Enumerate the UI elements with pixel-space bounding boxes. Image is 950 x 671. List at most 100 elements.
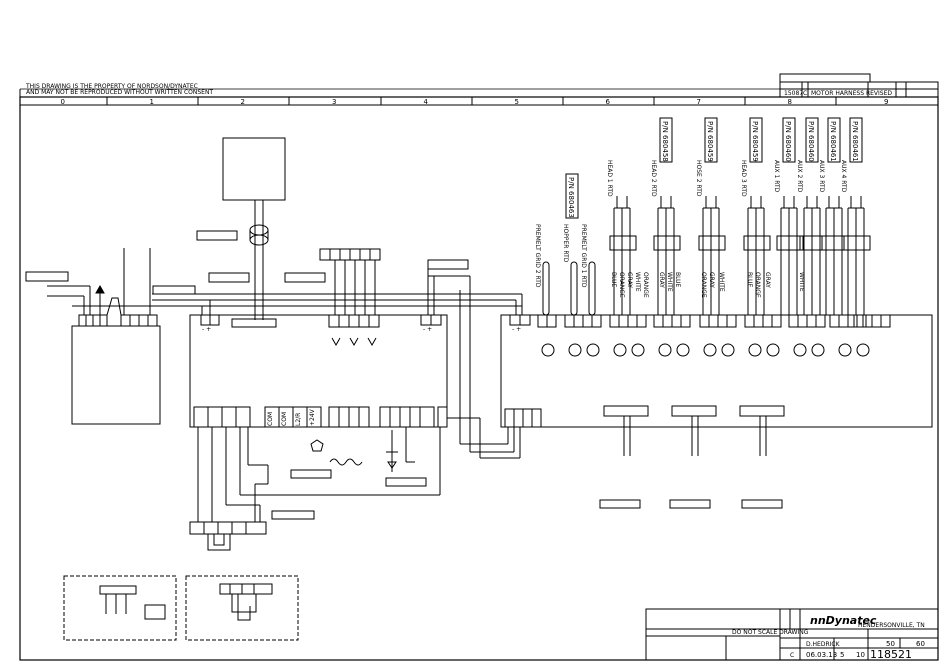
svg-text:THIS DRAWING IS THE PROPERTY O: THIS DRAWING IS THE PROPERTY OF NORDSON/… — [25, 83, 198, 90]
grid-column-6: 6 — [606, 98, 611, 106]
part-number: P/N 680461 — [851, 121, 859, 162]
rtd-probe — [614, 196, 630, 209]
probe-label: PREMELT GRID 2 RTD — [534, 224, 541, 288]
rtd-probe — [781, 196, 797, 209]
svg-text:- +: - + — [512, 326, 521, 333]
grid-column-8: 8 — [788, 98, 792, 106]
svg-text:- +: - + — [423, 326, 432, 333]
part-number: P/N 680460 — [807, 121, 815, 162]
part-number-box — [565, 173, 579, 219]
part-number: P/N 680460 — [784, 121, 792, 162]
wire-color-label: GRAY — [626, 272, 633, 288]
status-led-1 — [541, 343, 555, 357]
scale-a: 5 — [840, 651, 844, 659]
wire-tags — [25, 230, 783, 520]
wire-color-label: ORANGE — [754, 272, 761, 298]
status-led-10 — [748, 343, 762, 357]
rtd-probe — [703, 196, 719, 209]
status-led-8 — [703, 343, 717, 357]
channel-label: HEAD 1 RTD — [606, 160, 613, 197]
probe-label: HOPPER RTD — [562, 224, 569, 263]
device-box — [222, 137, 286, 201]
lower-harness — [189, 427, 441, 551]
status-led-2 — [568, 343, 582, 357]
rtd-connector-2 — [653, 235, 681, 251]
grid-column-1: 1 — [150, 98, 154, 106]
part-number-box-7 — [827, 117, 841, 163]
part-number: P/N 680459 — [706, 121, 714, 162]
probe-sensor-1 — [542, 261, 550, 316]
company-logo: nnDynatec — [810, 614, 877, 627]
wire-color-label: ORANGE — [642, 272, 649, 298]
drawn-by: D.HEDRICK — [806, 641, 841, 648]
channel-label: HEAD 3 RTD — [740, 160, 747, 197]
wire-color-label: ORANGE — [700, 272, 707, 298]
rev-letter: C — [803, 90, 807, 97]
status-led-13 — [811, 343, 825, 357]
rtd-connector-5 — [776, 235, 804, 251]
company-location: HENDERSONVILLE, TN — [858, 622, 925, 629]
rtd-probe — [804, 196, 820, 209]
drawn-date: 06.03.13 — [806, 651, 837, 659]
board-symbols — [310, 430, 398, 472]
rtd-probe — [826, 196, 842, 209]
rtd-probe — [748, 196, 764, 209]
rtd-connector-4 — [743, 235, 771, 251]
status-led-9 — [721, 343, 735, 357]
grid-column-4: 4 — [424, 98, 429, 106]
grid-column-3: 3 — [332, 98, 336, 106]
status-led-15 — [856, 343, 870, 357]
channel-label: AUX 3 RTD — [818, 160, 825, 193]
top-connector — [319, 248, 381, 347]
status-led-11 — [766, 343, 780, 357]
wire-color-label: ORANGE — [618, 272, 625, 298]
terminal-l2r: L2/R — [295, 413, 302, 426]
part-number-box-2 — [659, 117, 673, 163]
power-supply-module — [47, 248, 161, 425]
rtd-connector-3 — [698, 235, 726, 251]
part-number: P/N 680459 — [751, 121, 759, 162]
grid-column-0: 0 — [61, 98, 65, 106]
svg-text:- +: - + — [202, 326, 211, 333]
heater-connector-1 — [603, 405, 649, 417]
controller-board: - + - + COM COM L2/R +24V — [189, 314, 448, 428]
sheet-a: 50 — [886, 640, 895, 648]
channel-label: AUX 4 RTD — [840, 160, 847, 193]
rev-description: MOTOR HARNESS REVISED — [811, 90, 892, 97]
part-number: P/N 680458 — [661, 121, 669, 162]
wire-color-label: BLUE — [746, 272, 753, 288]
probe-sensor-3 — [588, 261, 596, 316]
status-led-12 — [793, 343, 807, 357]
part-number-box-3 — [704, 117, 718, 163]
grid-column-7: 7 — [697, 98, 701, 106]
terminal-com-2: COM — [281, 412, 288, 426]
channel-label: HEAD 2 RTD — [650, 160, 657, 197]
wire-color-label: BLUE — [674, 272, 681, 288]
detail-view-b — [185, 575, 299, 641]
scale-b: 10 — [856, 651, 865, 659]
wire-color-label: WHITE — [666, 272, 673, 292]
status-led-5 — [631, 343, 645, 357]
wire-color-label: WHITE — [798, 272, 805, 292]
sheet-b: 60 — [916, 640, 925, 648]
heater-connector-3 — [739, 405, 785, 417]
status-led-3 — [586, 343, 600, 357]
terminal-com-1: COM — [267, 412, 274, 426]
channel-label: HOSE 2 RTD — [695, 160, 702, 197]
status-led-7 — [676, 343, 690, 357]
part-number-box-5 — [782, 117, 796, 163]
rev-letter-tb: C — [790, 652, 794, 659]
bus-wiring — [72, 269, 523, 459]
part-number-box-4 — [749, 117, 763, 163]
channel-label: AUX 1 RTD — [773, 160, 780, 193]
rtd-probe — [848, 196, 864, 209]
rev-ecn: 15087 — [784, 90, 803, 97]
grid-column-5: 5 — [515, 98, 519, 106]
part-number-box-8 — [849, 117, 863, 163]
drawing-number: 118521 — [870, 648, 912, 661]
title-block: nnDynatec HENDERSONVILLE, TN DO NOT SCAL… — [645, 608, 939, 661]
probe-sensor-2 — [570, 261, 578, 316]
